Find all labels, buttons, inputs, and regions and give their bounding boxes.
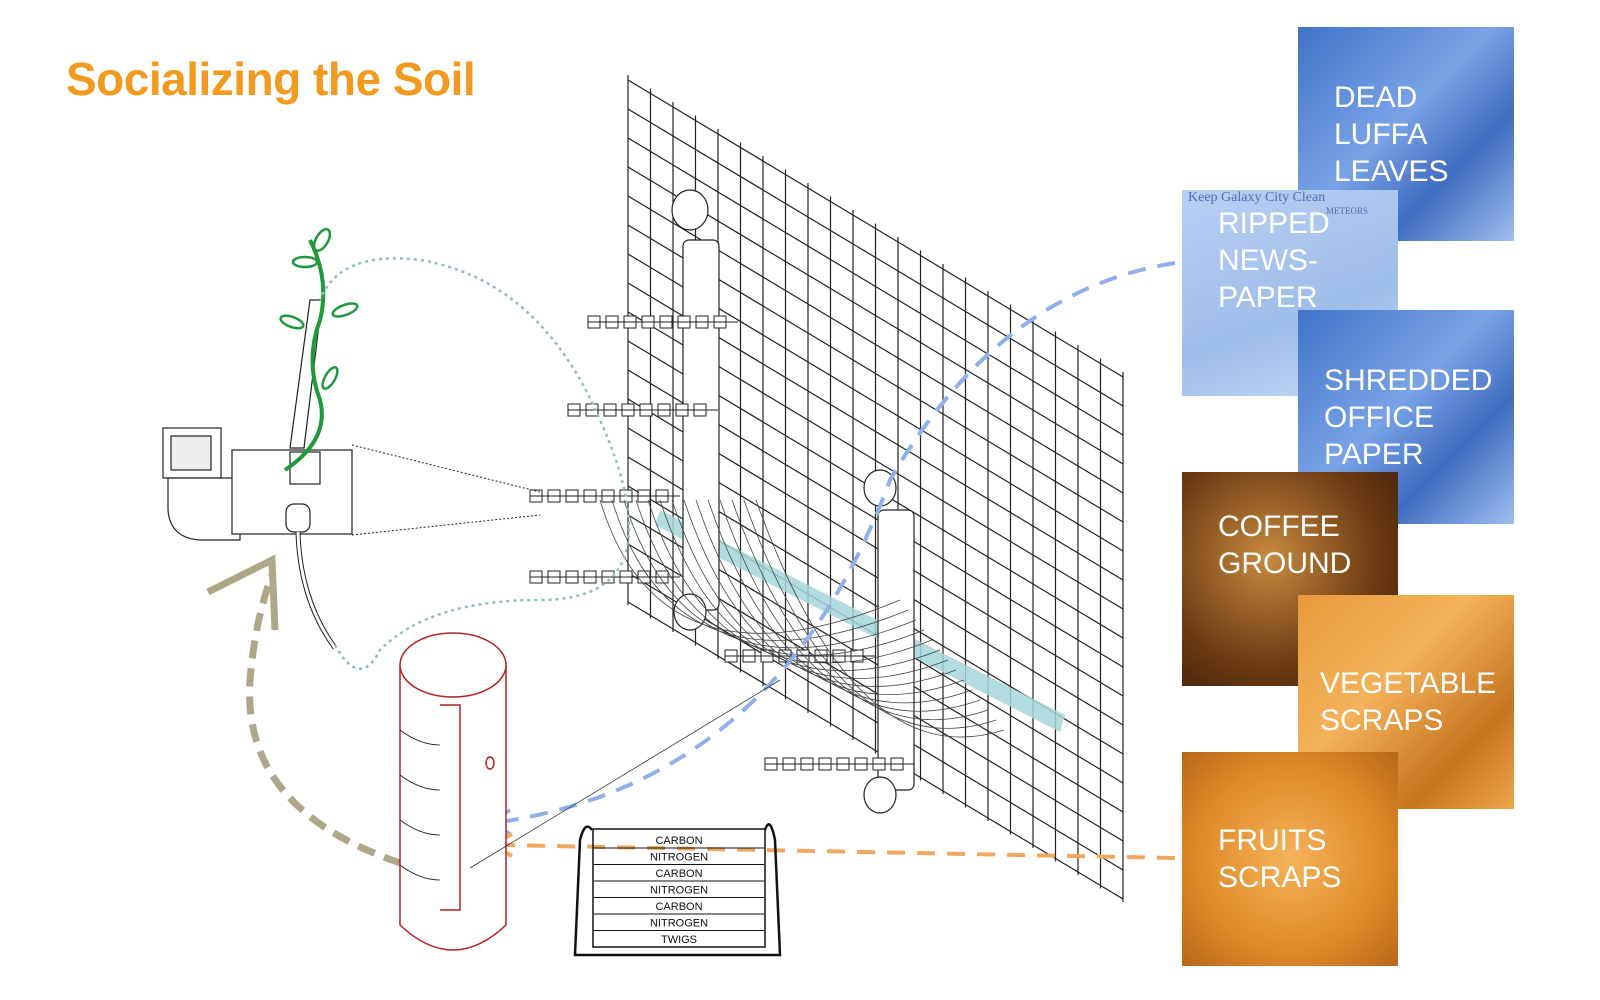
drip-tube [659, 499, 941, 671]
plant-leaves [279, 227, 359, 390]
compost-layer-label: CARBON [655, 901, 702, 913]
food-flow-arrow [499, 843, 1176, 860]
compost-layer-label: NITROGEN [650, 885, 708, 897]
zoom-lines [351, 444, 541, 536]
grid-line [627, 79, 1124, 378]
page-title: Socializing the Soil [66, 53, 476, 105]
compost-layer-label: NITROGEN [650, 852, 708, 864]
drip-tube [647, 499, 933, 664]
leader-line [469, 679, 781, 869]
grid-line [627, 166, 1124, 465]
compost-bin [399, 632, 507, 951]
drip-tube [683, 499, 957, 687]
drip-tube [707, 499, 973, 704]
compost-layer-label: CARBON [655, 835, 702, 847]
compost-layers: CARBON NITROGEN CARBON NITROGEN CARBON NITROG… [594, 835, 764, 948]
drip-tube [743, 499, 997, 729]
drip-tube [755, 499, 1005, 738]
compost-layer-label: NITROGEN [650, 918, 708, 930]
compost-layer-label: TWIGS [661, 934, 697, 946]
drip-tubes [599, 499, 1005, 738]
nutrient-flow-dotted [318, 257, 631, 671]
newspaper-section: METEORS [1325, 206, 1368, 216]
paper-flow-arrow [499, 261, 1176, 824]
drip-tube [731, 499, 989, 721]
grid-line [627, 137, 1124, 436]
return-flow-arrow [246, 573, 456, 882]
plant-vine [283, 239, 326, 472]
plant-unit [162, 299, 353, 650]
drip-tube [623, 499, 917, 649]
drip-tube [635, 499, 925, 656]
drip-tube [695, 499, 965, 695]
pipe-column-left [671, 189, 720, 631]
drip-tube [719, 499, 981, 712]
planter-rows [529, 315, 915, 771]
drip-tube [671, 499, 949, 679]
water-channel [655, 510, 1065, 732]
grid-line [627, 108, 1124, 407]
grid-line [627, 601, 1124, 900]
compost-layer-label: CARBON [655, 868, 702, 880]
newspaper-headline: Keep Galaxy City Clean [1188, 190, 1326, 205]
pipe-column-right [863, 469, 915, 814]
return-arrowhead [206, 554, 279, 631]
grid-line [627, 572, 1124, 871]
compost-bin-rings [399, 729, 441, 881]
